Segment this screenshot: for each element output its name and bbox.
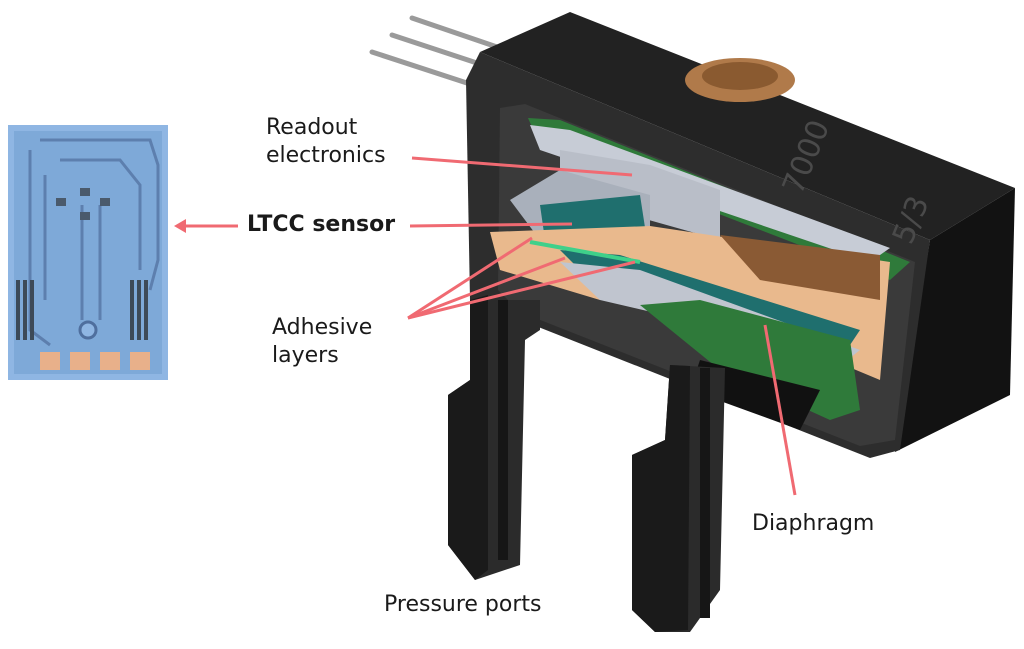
connector-pins: [369, 15, 503, 87]
ltcc-chip-arrow: [174, 219, 238, 233]
leader-lines: [407, 156, 797, 496]
leader-readout: [411, 156, 633, 177]
ltcc-chip-image: [8, 125, 168, 380]
leader-adhesive-2: [407, 256, 566, 320]
leader-diaphragm: [763, 324, 797, 496]
label-readout-electronics: Readout electronics: [266, 115, 386, 168]
label-pressure-ports: Pressure ports: [384, 592, 542, 617]
label-adhesive-layers: Adhesive layers: [272, 315, 373, 368]
leader-ltcc: [409, 222, 573, 228]
adhesive-strip: [529, 240, 641, 264]
sensor-housing: 7000 5/3: [369, 12, 1015, 632]
pressure-port-right: [632, 365, 725, 632]
leader-adhesive-1: [407, 236, 533, 320]
label-ltcc-sensor: LTCC sensor: [247, 212, 396, 237]
label-diaphragm: Diaphragm: [752, 511, 875, 536]
leader-adhesive-3: [407, 260, 636, 320]
pressure-port-left: [448, 295, 540, 580]
